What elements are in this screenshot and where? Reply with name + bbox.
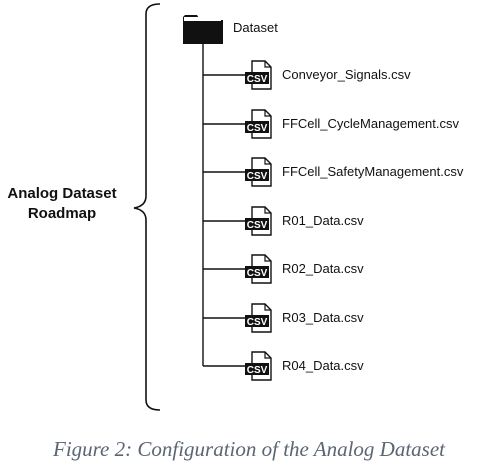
- svg-text:CSV: CSV: [247, 123, 268, 134]
- roadmap-title-line-1: Analog Dataset: [7, 185, 117, 202]
- svg-text:CSV: CSV: [247, 268, 268, 279]
- svg-text:CSV: CSV: [247, 365, 268, 376]
- csv-file-icon: CSV: [244, 254, 274, 284]
- svg-text:CSV: CSV: [247, 220, 268, 231]
- file-name: FFCell_CycleManagement.csv: [282, 116, 460, 131]
- csv-file-icon: CSV: [244, 157, 274, 187]
- file-name: Conveyor_Signals.csv: [282, 67, 411, 82]
- file-name: R01_Data.csv: [282, 213, 364, 228]
- file-name: R02_Data.csv: [282, 261, 364, 276]
- svg-text:CSV: CSV: [247, 74, 268, 85]
- svg-text:CSV: CSV: [247, 171, 268, 182]
- svg-text:CSV: CSV: [247, 317, 268, 328]
- file-name: R03_Data.csv: [282, 310, 364, 325]
- folder-icon: [182, 12, 224, 46]
- csv-file-icon: CSV: [244, 351, 274, 381]
- roadmap-title: Analog Dataset Roadmap: [0, 184, 124, 224]
- file-name: FFCell_SafetyManagement.csv: [282, 164, 464, 179]
- csv-file-icon: CSV: [244, 60, 274, 90]
- figure-caption: Figure 2: Configuration of the Analog Da…: [53, 437, 445, 461]
- csv-file-icon: CSV: [244, 303, 274, 333]
- roadmap-title-line-2: Roadmap: [27, 205, 97, 222]
- dataset-folder-label: Dataset: [233, 20, 278, 35]
- file-name: R04_Data.csv: [282, 358, 364, 373]
- csv-file-icon: CSV: [244, 206, 274, 236]
- csv-file-icon: CSV: [244, 109, 274, 139]
